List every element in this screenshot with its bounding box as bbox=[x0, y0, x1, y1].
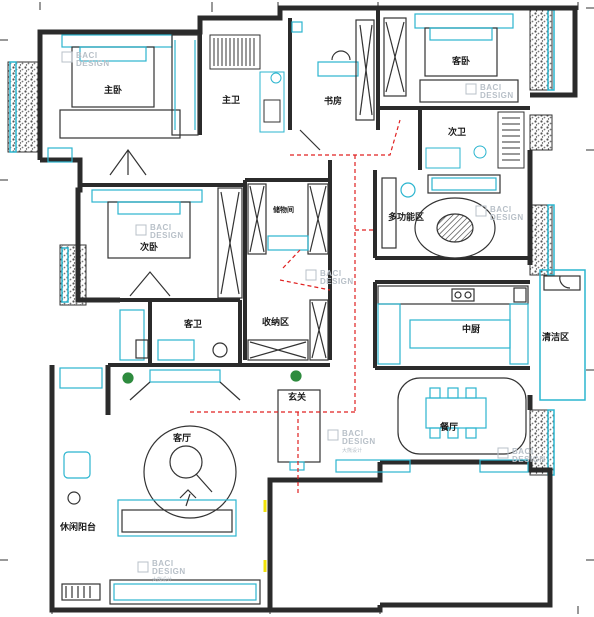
label-second-bedroom: 次卧 bbox=[140, 241, 158, 253]
watermark-7: BACI DESIGN bbox=[497, 447, 546, 464]
watermark-6: BACI DESIGN 大熊设计 bbox=[327, 429, 376, 454]
label-guest-bath: 客卫 bbox=[183, 318, 202, 330]
watermark-2: BACI DESIGN bbox=[465, 83, 514, 100]
watermark-line2: DESIGN bbox=[150, 231, 184, 240]
watermark-4: BACI DESIGN bbox=[475, 205, 524, 222]
watermark-line1: BACI bbox=[152, 559, 174, 568]
multi-function-area bbox=[381, 174, 501, 259]
watermark-line1: BACI bbox=[512, 447, 534, 456]
interior-walls bbox=[40, 8, 530, 370]
balcony bbox=[59, 367, 103, 601]
label-guest-bedroom: 客卧 bbox=[451, 55, 470, 67]
master-bedroom bbox=[47, 34, 199, 176]
master-bath bbox=[209, 34, 285, 133]
room-labels: 主卧 主卫 书房 客卧 次卫 多功能区 次卧 储物间 收纳区 客卫 中厨 清洁区… bbox=[59, 55, 569, 533]
label-second-bath: 次卫 bbox=[448, 126, 466, 138]
label-storage-room: 储物间 bbox=[272, 205, 294, 214]
watermark-line2: DESIGN bbox=[480, 91, 514, 100]
label-dining: 餐厅 bbox=[439, 421, 458, 433]
watermark-line1: BACI bbox=[76, 51, 98, 60]
label-living-room: 客厅 bbox=[172, 432, 191, 444]
storage-area bbox=[247, 299, 329, 361]
second-bedroom bbox=[91, 187, 243, 299]
watermark-line1: BACI bbox=[480, 83, 502, 92]
circulation-flow bbox=[190, 119, 401, 495]
watermark-line2: DESIGN bbox=[342, 437, 376, 446]
label-laundry: 清洁区 bbox=[542, 331, 569, 343]
label-master-bath: 主卫 bbox=[222, 94, 240, 106]
watermark-line1: BACI bbox=[342, 429, 364, 438]
watermark-line3: 大熊设计 bbox=[342, 447, 362, 454]
watermark-1: BACI DESIGN bbox=[61, 51, 110, 68]
watermark-line1: BACI bbox=[320, 269, 342, 278]
watermark-line2: DESIGN bbox=[512, 455, 546, 464]
label-multi-function: 多功能区 bbox=[388, 211, 424, 223]
guest-bath bbox=[119, 309, 228, 361]
entrance bbox=[277, 389, 321, 471]
study bbox=[291, 19, 375, 151]
watermark-line1: BACI bbox=[150, 223, 172, 232]
kitchen bbox=[377, 285, 529, 365]
watermark-line1: BACI bbox=[490, 205, 512, 214]
watermark-line2: DESIGN bbox=[152, 567, 186, 576]
storage-room bbox=[247, 183, 329, 255]
label-master-bedroom: 主卧 bbox=[104, 84, 122, 96]
watermark-3: BACI DESIGN bbox=[135, 223, 184, 240]
laundry bbox=[543, 275, 581, 291]
watermark-5: BACI DESIGN bbox=[305, 269, 354, 286]
label-storage-area: 收纳区 bbox=[262, 316, 289, 328]
label-study: 书房 bbox=[324, 95, 342, 107]
guest-bedroom bbox=[383, 13, 519, 103]
second-bath bbox=[425, 111, 525, 169]
label-balcony: 休闲阳台 bbox=[59, 521, 96, 533]
watermark-line2: DESIGN bbox=[490, 213, 524, 222]
watermark-line2: DESIGN bbox=[320, 277, 354, 286]
dining bbox=[335, 377, 529, 473]
walls bbox=[37, 5, 578, 613]
label-entrance: 玄关 bbox=[288, 391, 306, 403]
living-room bbox=[109, 369, 302, 605]
watermark-line2: DESIGN bbox=[76, 59, 110, 68]
watermark-8: BACI DESIGN 大熊设计 bbox=[137, 559, 186, 583]
label-kitchen: 中厨 bbox=[462, 323, 480, 335]
watermark-line3: 大熊设计 bbox=[152, 576, 172, 583]
